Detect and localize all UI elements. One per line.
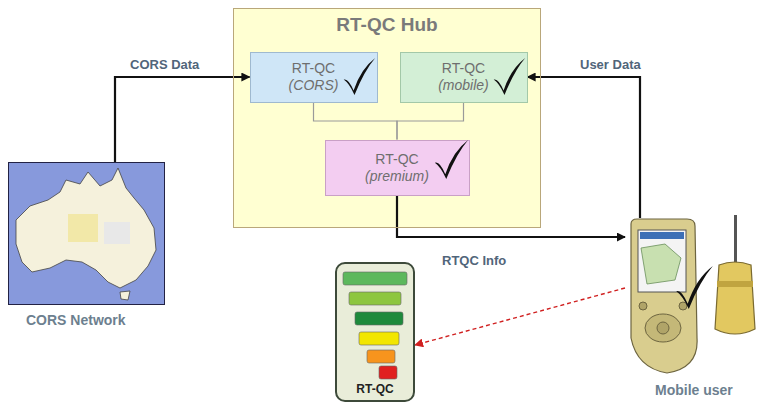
device-button	[679, 302, 687, 310]
edge-label: CORS Data	[128, 57, 201, 72]
antenna-band	[717, 281, 753, 287]
device-screen	[638, 230, 686, 292]
device-button	[657, 322, 669, 334]
edge-label: User Data	[578, 57, 643, 72]
quality-bar	[379, 366, 397, 379]
gps-antenna	[711, 215, 761, 345]
map-island	[120, 291, 130, 300]
box-title: RT-QC	[375, 151, 418, 168]
device-keypad	[645, 314, 681, 342]
map-region	[104, 222, 130, 244]
device-button	[639, 302, 647, 310]
antenna-pole	[734, 215, 737, 265]
connector	[397, 103, 464, 140]
map-region	[68, 214, 98, 242]
node-label: Mobile user	[655, 382, 733, 398]
hub-fill	[234, 9, 540, 227]
check-stroke	[493, 58, 525, 95]
box-title: RT-QC	[442, 60, 485, 77]
antenna-receiver	[715, 262, 755, 334]
check-stroke	[676, 266, 713, 309]
quality-bar	[359, 332, 399, 345]
connector	[397, 196, 625, 238]
check-mark	[341, 55, 377, 97]
map-land	[16, 168, 156, 288]
process-box: RT-QC(CORS)	[250, 52, 378, 103]
device-node: Mobile user	[625, 218, 700, 375]
connector	[415, 288, 625, 345]
quality-bar	[343, 272, 407, 285]
hub-title: RT-QC Hub	[234, 14, 540, 36]
device-body	[631, 219, 697, 373]
screen-bar	[640, 232, 684, 239]
check-stroke	[434, 140, 467, 179]
connector	[314, 103, 398, 140]
quality-bars	[337, 264, 413, 382]
check-mark	[432, 137, 470, 181]
connector	[115, 77, 250, 162]
australia-map	[8, 162, 165, 305]
box-subtitle: (CORS)	[289, 77, 339, 94]
quality-bar	[367, 350, 395, 363]
gauge-node: RT-QC	[335, 262, 415, 402]
check-mark	[491, 55, 527, 97]
quality-bar	[355, 312, 403, 325]
node-label: CORS Network	[26, 312, 126, 328]
process-box: RT-QC(premium)	[325, 140, 470, 196]
box-subtitle: (mobile)	[438, 77, 489, 94]
map-node: CORS Network	[8, 162, 165, 305]
box-subtitle: (premium)	[365, 168, 429, 185]
quality-bar	[349, 292, 401, 305]
process-box: RT-QC(mobile)	[400, 52, 528, 103]
box-title: RT-QC	[292, 60, 335, 77]
check-stroke	[343, 58, 375, 95]
gauge-label: RT-QC	[337, 382, 413, 396]
check-mark	[673, 264, 715, 310]
connector	[528, 77, 641, 218]
screen-map	[641, 244, 681, 284]
map-sea	[9, 163, 165, 305]
hub-box: RT-QC HubRT-QC(CORS)RT-QC(mobile)RT-QC(p…	[233, 8, 541, 228]
edge-label: RTQC Info	[440, 253, 508, 268]
